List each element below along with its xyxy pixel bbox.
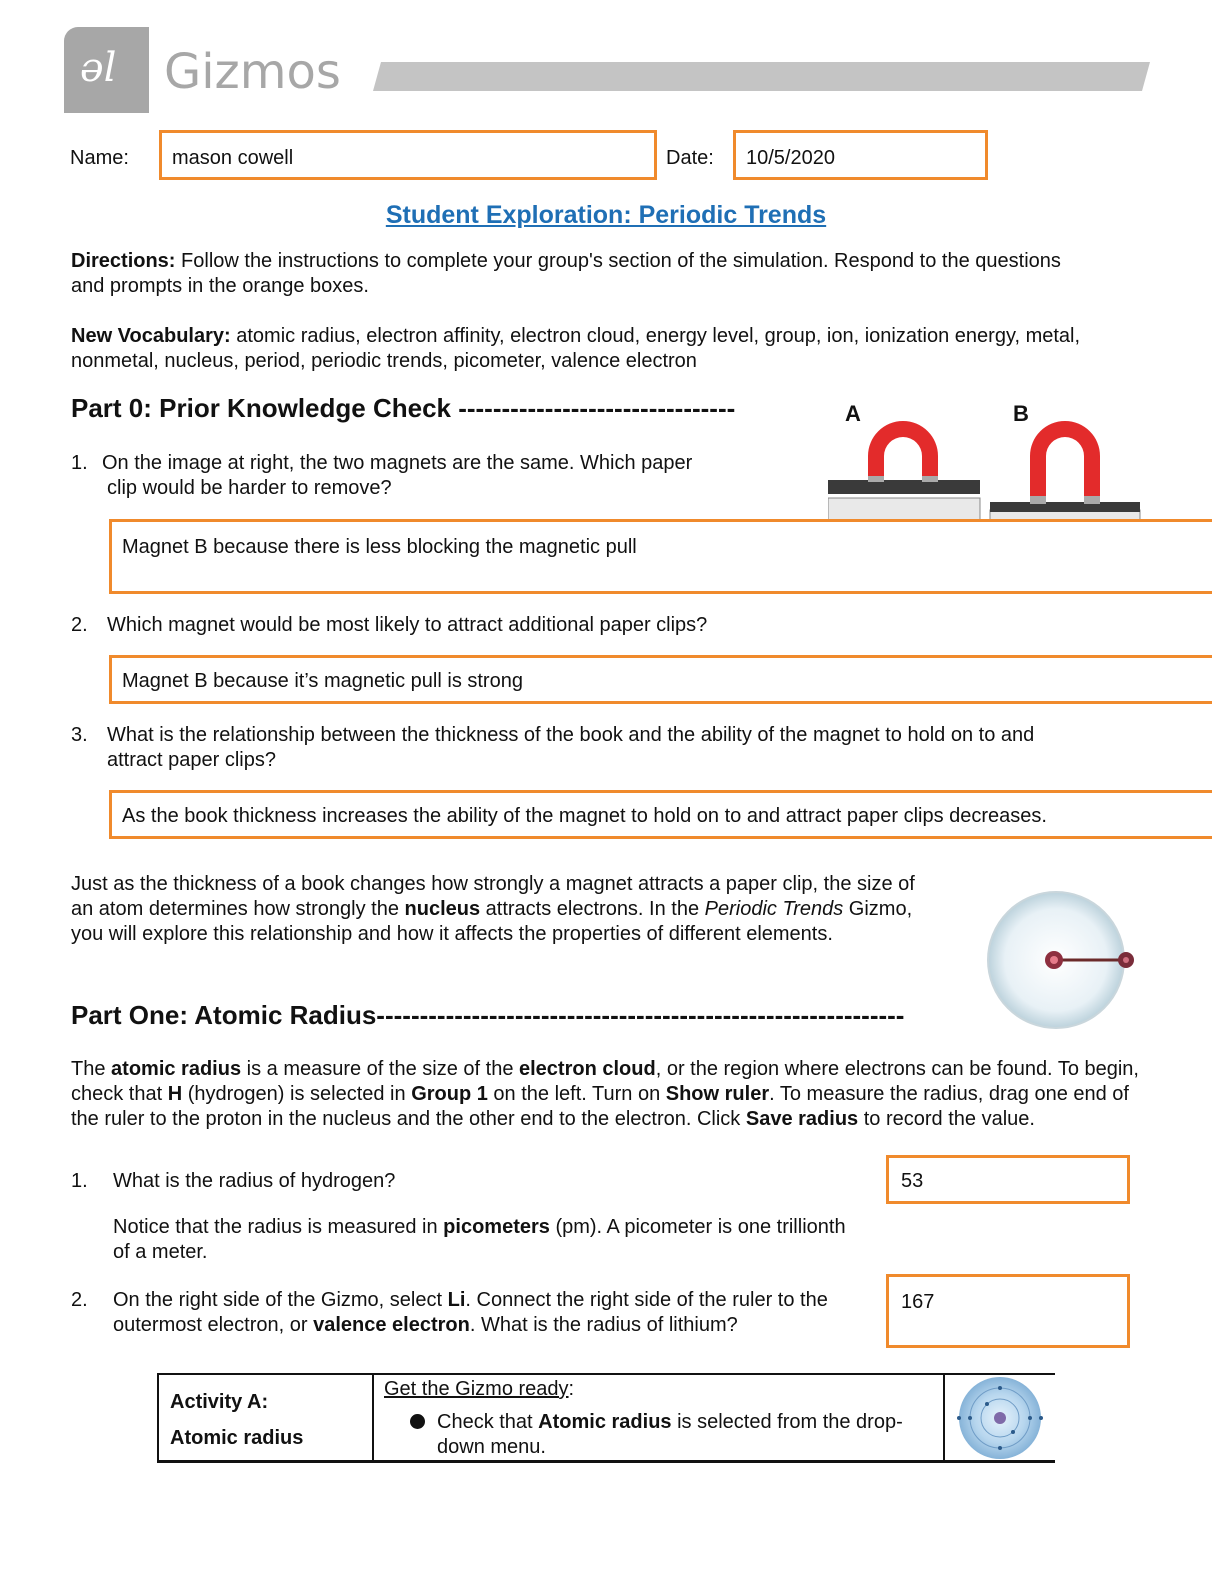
magnet-b-label: B: [1013, 401, 1029, 426]
q2-bold-li: Li: [447, 1289, 466, 1311]
part1-intro: The atomic radius is a measure of the si…: [71, 1057, 1161, 1132]
activity-label-cell: Activity A: Atomic radius: [159, 1375, 374, 1460]
transition-italic-gizmo: Periodic Trends: [704, 898, 844, 920]
note-text-1: Notice that the radius is measured in: [113, 1216, 444, 1238]
intro-text-3: , or the region where electrons can be f…: [71, 1058, 1139, 1105]
p1-q2-answer-box[interactable]: 167: [886, 1274, 1130, 1348]
part0-heading: Part 0: Prior Knowledge Check ----------…: [71, 393, 736, 423]
p0-q1-answer: Magnet B because there is less blocking …: [122, 536, 637, 558]
ready-heading: Get the Gizmo ready:: [384, 1377, 574, 1402]
q2-text-2: . Connect the right side of the ruler to…: [113, 1289, 828, 1336]
intro-text-4: (hydrogen) is selected in: [182, 1083, 412, 1105]
activity-label-line2: Atomic radius: [170, 1427, 304, 1449]
p0-q3-answer-box[interactable]: As the book thickness increases the abil…: [109, 790, 1212, 839]
bullet-text-2: is selected from the drop-down menu.: [437, 1411, 903, 1458]
intro-text-1: The: [71, 1058, 112, 1080]
transition-bold-nucleus: nucleus: [404, 898, 481, 920]
directions-text: Follow the instructions to complete your…: [71, 250, 1061, 297]
ready-heading-text: Get the Gizmo ready: [384, 1378, 569, 1400]
p0-q3-answer: As the book thickness increases the abil…: [122, 805, 1047, 827]
p1-q1-answer-box[interactable]: 53: [886, 1155, 1130, 1204]
p1-q2-number: 2.: [71, 1289, 88, 1311]
date-value: 10/5/2020: [746, 147, 835, 169]
date-label: Date:: [666, 147, 714, 169]
name-label: Name:: [70, 147, 129, 169]
magnet-a-label: A: [845, 401, 861, 426]
p0-q1-line2: clip would be harder to remove?: [107, 477, 392, 499]
vocabulary: New Vocabulary: atomic radius, electron …: [71, 324, 1131, 374]
date-field[interactable]: 10/5/2020: [733, 130, 988, 180]
activity-image-cell: [945, 1375, 1055, 1460]
p1-q1-answer: 53: [901, 1170, 924, 1192]
activity-label-line1: Activity A:: [170, 1391, 269, 1413]
logo-glyph: əl: [80, 45, 117, 91]
note-bold-picometers: picometers: [443, 1216, 550, 1238]
p0-q1-answer-box[interactable]: Magnet B because there is less blocking …: [109, 519, 1212, 594]
intro-bold-group1: Group 1: [411, 1083, 488, 1105]
intro-bold-atomic-radius: atomic radius: [111, 1058, 242, 1080]
p0-q1-number: 1.: [71, 452, 88, 474]
vocabulary-text: atomic radius, electron affinity, electr…: [71, 325, 1081, 372]
transition-text-2: attracts electrons. In the: [480, 898, 705, 920]
directions: Directions: Follow the instructions to c…: [71, 249, 1071, 299]
ready-heading-colon: :: [568, 1378, 575, 1400]
vocabulary-label: New Vocabulary:: [71, 325, 231, 347]
activity-table: Activity A: Atomic radius Get the Gizmo …: [157, 1373, 1055, 1463]
transition-paragraph: Just as the thickness of a book changes …: [71, 872, 933, 947]
header-bar: [373, 62, 1150, 91]
intro-text-7: to record the value.: [858, 1108, 1035, 1130]
intro-text-5: on the left. Turn on: [487, 1083, 666, 1105]
bullet-bold-atomic-radius: Atomic radius: [538, 1411, 672, 1433]
intro-bold-save-radius: Save radius: [745, 1108, 859, 1130]
note-text-2: (pm). A picometer is one trillionth of a…: [113, 1216, 846, 1263]
bullet-text-1: Check that: [437, 1411, 539, 1433]
p0-q2-answer: Magnet B because it’s magnetic pull is s…: [122, 670, 523, 692]
atom-shells-image: [957, 1377, 1043, 1459]
q2-text-3: . What is the radius of lithium?: [469, 1314, 738, 1336]
bullet-dot: [410, 1414, 425, 1429]
p0-q3-line1: What is the relationship between the thi…: [107, 724, 1035, 746]
intro-bold-show-ruler: Show ruler: [665, 1083, 770, 1105]
p0-q3-line2: attract paper clips?: [107, 749, 276, 771]
transition-text-1: Just as the thickness of a book changes …: [71, 873, 915, 920]
p0-q2-number: 2.: [71, 614, 88, 636]
intro-text-2: is a measure of the size of the: [241, 1058, 519, 1080]
name-value: mason cowell: [172, 147, 294, 169]
intro-bold-h: H: [167, 1083, 183, 1105]
gizmos-logo-badge: əl: [64, 27, 149, 113]
transition-text-3: Gizmo, you will explore this relationshi…: [71, 898, 913, 945]
p1-q2-text: On the right side of the Gizmo, select L…: [113, 1288, 873, 1338]
p0-q3-number: 3.: [71, 724, 88, 746]
p1-q2-answer: 167: [901, 1291, 935, 1313]
q2-bold-valence-electron: valence electron: [313, 1314, 470, 1336]
ready-bullet-text: Check that Atomic radius is selected fro…: [437, 1410, 907, 1460]
p0-q2-line1: Which magnet would be most likely to att…: [107, 614, 708, 636]
activity-ready-cell: Get the Gizmo ready: Check that Atomic r…: [373, 1375, 945, 1460]
part1-heading: Part One: Atomic Radius-----------------…: [71, 1000, 905, 1030]
p0-q2-answer-box[interactable]: Magnet B because it’s magnetic pull is s…: [109, 655, 1212, 704]
p1-q1-text: What is the radius of hydrogen?: [113, 1170, 396, 1192]
atom-radius-image: [987, 891, 1134, 1029]
directions-label: Directions:: [71, 250, 176, 272]
name-field[interactable]: mason cowell: [159, 130, 657, 180]
intro-text-6: . To measure the radius, drag one end of…: [71, 1083, 1129, 1130]
p1-q1-number: 1.: [71, 1170, 88, 1192]
intro-bold-electron-cloud: electron cloud: [519, 1058, 656, 1080]
page-title: Student Exploration: Periodic Trends: [385, 201, 827, 229]
p1-q1-note: Notice that the radius is measured in pi…: [113, 1215, 853, 1265]
q2-text-1: On the right side of the Gizmo, select: [113, 1289, 448, 1311]
p0-q1-line1: On the image at right, the two magnets a…: [102, 452, 693, 474]
brand-name: Gizmos: [164, 44, 341, 100]
